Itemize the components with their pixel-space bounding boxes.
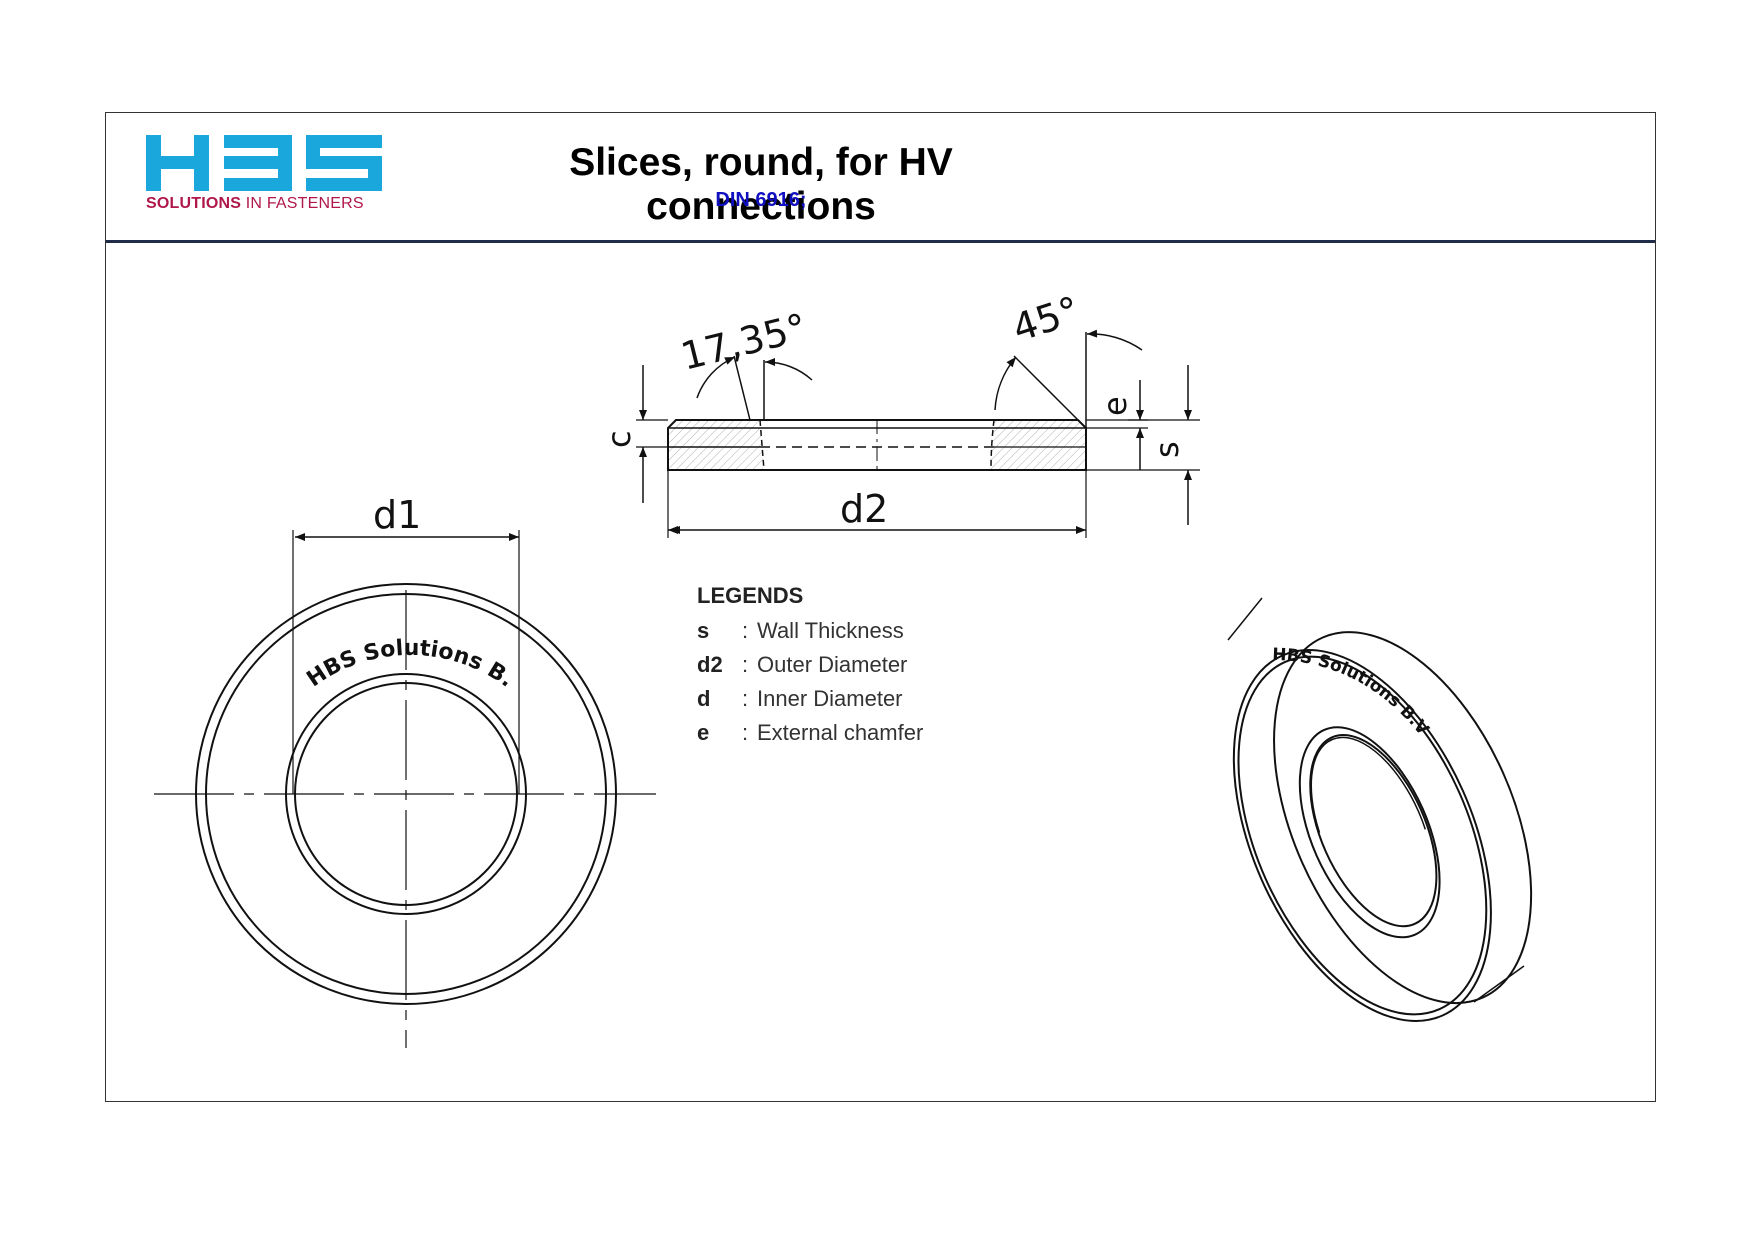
legend-item: d : Inner Diameter: [697, 686, 903, 711]
legend-item: d2 : Outer Diameter: [697, 652, 908, 677]
front-view: [154, 530, 656, 1048]
dim-c-label: c: [600, 430, 638, 448]
iso-engraving: HBS Solutions B.V: [1272, 645, 1433, 740]
legend-item: s : Wall Thickness: [697, 618, 904, 643]
legend-panel: LEGENDS s : Wall Thickness d2 : Outer Di…: [697, 583, 923, 750]
isometric-view: [1227, 597, 1533, 1022]
dim-d1-label: d1: [373, 493, 421, 537]
front-engraving: HBS Solutions B.V: [0, 0, 518, 693]
title-block: SOLUTIONS IN FASTENERS Slices, round, fo…: [106, 113, 1655, 243]
page-title: Slices, round, for HV connections: [569, 141, 953, 228]
dim-e-label: e: [1096, 396, 1134, 416]
dim-d2-label: d2: [840, 487, 888, 531]
drawing-sheet: SOLUTIONS IN FASTENERS Slices, round, fo…: [105, 112, 1656, 1102]
section-view: [636, 329, 1200, 538]
standard-code: DIN 6916;: [715, 189, 807, 211]
dim-s-label: s: [1148, 441, 1186, 458]
legend-item: e : External chamfer: [697, 720, 924, 745]
hbs-logo: [146, 135, 382, 191]
angle-outer-label: 45°: [1007, 288, 1085, 351]
section-labels: 17,35° 45° c e s d2: [600, 288, 1186, 531]
angle-inner-label: 17,35°: [677, 305, 812, 379]
logo-tagline: SOLUTIONS IN FASTENERS: [146, 195, 364, 212]
legend-title: LEGENDS: [697, 583, 804, 608]
